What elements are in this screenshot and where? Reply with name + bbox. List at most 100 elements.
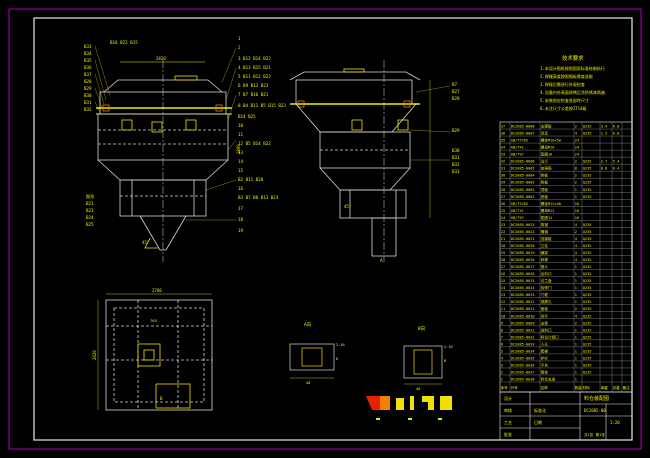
parts-table-cell: Q235 [583,300,592,304]
parts-table-cell: GB/T5782 [511,202,528,206]
parts-table-cell: 2 [575,307,577,311]
parts-table-cell: Q235 [583,132,592,136]
parts-table-cell: Q235 [583,195,592,199]
front-callout-lower: 图形 [86,193,95,200]
parts-table-cell: 盖板 [541,306,549,311]
front-dim-top: 2820 [156,56,166,61]
title-block-text: 设计 审核 工艺 批准 标准化 日期 料仓装配图 DC2085-00 1:20 … [504,395,620,437]
parts-table-cell: 1 [575,286,577,290]
parts-table-cell: 1 [575,188,577,192]
notes-line: 5.安装前应检查各部件尺寸 [540,97,589,103]
parts-table-cell: 垫圈16 [541,152,553,157]
detail-a-core [301,347,323,367]
leader-line [225,67,237,101]
front-bottom-angle: 45° [142,240,149,245]
parts-table-cell: DC2085-0032 [511,335,535,339]
parts-table-cell: 26 [501,202,505,206]
parts-table-header: 序号 [501,385,509,390]
parts-table-cell: DC2085-0005 [511,167,535,171]
side-window-1 [351,119,363,131]
parts-table-cell: 角钢 [541,222,549,227]
yellow-block-1 [396,398,404,410]
orange-block [380,396,390,410]
parts-table-cell: 1 [575,195,577,199]
detail-b-dim-2: B [444,359,446,363]
parts-table-cell: DC2085-0031 [511,328,535,332]
title-block-label: 日期 [534,419,542,425]
parts-table-cell: DC2085-0038 [511,378,535,382]
yellow-block-7 [408,418,412,420]
parts-table-cell: 2 [575,174,577,178]
drawing-number: DC2085-00 [584,408,606,413]
parts-table-cell: 4 [575,258,577,262]
parts-table-cell: 24 [575,153,579,157]
parts-table-cell: 支架 [541,320,549,325]
parts-table-cell: 1 [575,328,577,332]
parts-table-cell: 人孔 [541,341,549,346]
plan-hopper-outlet-inner [143,349,155,361]
parts-table-cell: 36 [501,132,505,136]
detail-a-dim-3: 40 [306,381,310,385]
parts-table-cell: 1 [575,293,577,297]
leader-line [94,101,101,113]
front-callout-left: B30 [84,93,92,98]
parts-table-cell: 6.4 [613,167,620,171]
parts-table-header: 单重 [601,385,609,390]
parts-table-cell: 2 [575,181,577,185]
parts-table-cell: 24 [575,146,579,150]
parts-table-cell: 31 [501,167,505,171]
detail-a-title: A向 [304,321,312,328]
parts-table-cell: Q235 [583,174,592,178]
parts-table-cell: 顶板 [541,187,549,192]
parts-table-cell: 6 [501,342,503,346]
parts-table-cell: DC2085-0033 [511,342,535,346]
parts-table-cell: Q235 [583,258,592,262]
parts-table-cell: 1 [575,349,577,353]
title-block-label: 标准化 [534,407,546,413]
plan-dim-inner-text: 765 [150,318,157,323]
front-bolt-right [215,104,223,112]
drawing-sheet: 共1张 第1张 [584,432,605,437]
side-callout: B30 [452,148,460,153]
parts-table-cell: 15 [501,279,505,283]
parts-table-cell: 1 [575,363,577,367]
notes-line: 1.本设计图纸按照国家标准绘制执行 [540,65,605,71]
parts-table-cell: 2 [575,321,577,325]
parts-table-cell: 立柱 [541,243,549,248]
front-callout-right: 4 B13 B15 B21 [238,65,271,70]
parts-table-cell: 螺母M12 [541,208,555,213]
parts-table-cell: 4 [575,237,577,241]
parts-table-cell: GB/T41 [511,209,524,213]
front-top-callouts: B16 B22 B15 [110,40,138,45]
parts-table-cell: 24 [575,139,579,143]
front-callout-left: B29 [84,86,92,91]
parts-table-cell: DC2085-0023 [511,223,535,227]
parts-table-cell: 1 [575,265,577,269]
front-view [96,60,232,262]
parts-table-cell: Q235 [583,188,592,192]
parts-table-cell: 12 [501,300,505,304]
parts-table-cell: Q235 [583,125,592,129]
parts-table-cell: 2 [575,160,577,164]
parts-table-cell: DC2085-0007 [511,132,535,136]
notes-title: 技术要求 [562,54,584,62]
parts-table-cell: 2 [575,230,577,234]
parts-table-cell: DC2085-0011 [511,307,535,311]
front-callout-right: 18 [238,217,244,222]
parts-table-cell: 1.5 [601,132,608,136]
parts-table-cell: 1 [575,300,577,304]
parts-table-cell: 16 [501,272,505,276]
notes-line: 2.焊缝高度按照钢板厚度选取 [540,73,593,79]
parts-table-cell: 0.8 [601,167,608,171]
parts-table-cell: 5.4 [613,160,620,164]
front-callout-right: 10 [238,123,244,128]
parts-table-cell: 平台 [541,362,549,367]
parts-table-cell: Q235 [583,230,592,234]
parts-table-cell: DC2085-0001 [511,195,535,199]
front-callout-right: 11 [238,132,244,137]
parts-table-cell: Q235 [583,223,592,227]
parts-table-cell: 门框 [541,292,549,297]
parts-table-cell: 16 [575,216,579,220]
front-callout-right: B2 B11 B20 [238,177,264,182]
parts-table-cell: Q235 [583,349,592,353]
